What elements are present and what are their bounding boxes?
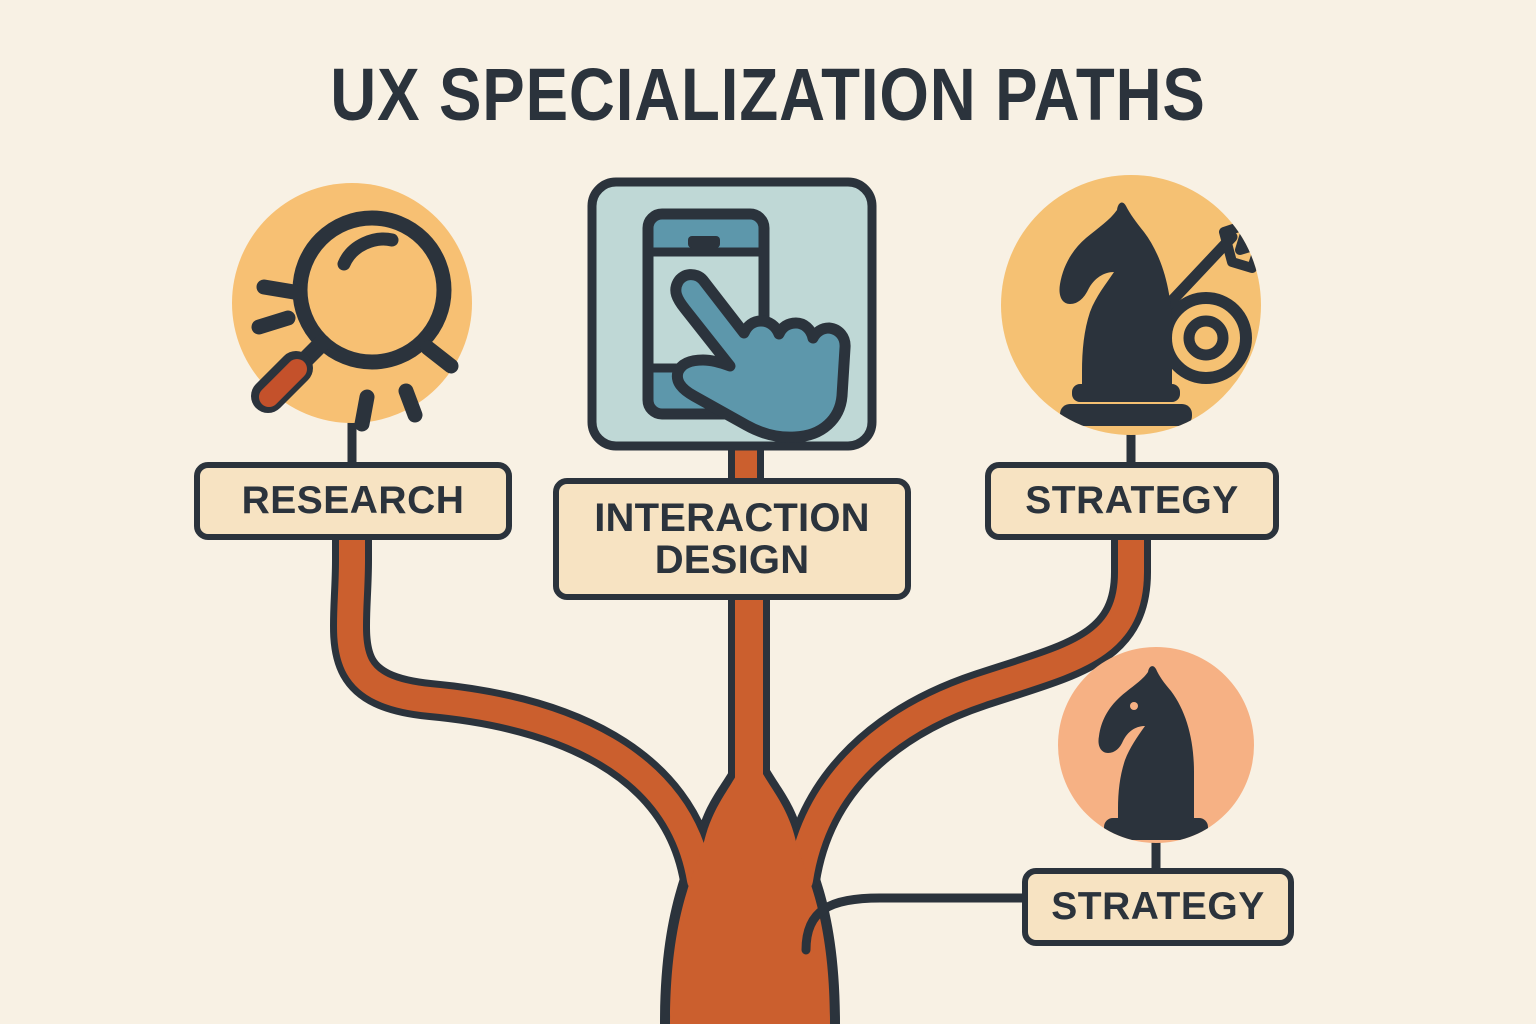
magnifier-handle: [251, 351, 313, 413]
arrow-shaft: [1162, 231, 1238, 311]
touch-phone-icon: [642, 208, 851, 443]
arrow-fletching: [1219, 219, 1261, 273]
knight-base-2: [1104, 818, 1208, 840]
knight-eye: [1130, 702, 1138, 710]
trunk-flare-fill: [670, 828, 830, 1024]
knight-head: [1059, 202, 1172, 388]
knight-head-2: [1098, 666, 1194, 820]
phone-speaker: [688, 236, 720, 248]
node-research-icon-group[interactable]: [232, 183, 472, 432]
knight-collar: [1072, 384, 1180, 402]
node-label-strategy-bottom-text: STRATEGY: [1051, 884, 1265, 928]
node-label-interaction-design[interactable]: INTERACTION DESIGN: [553, 478, 911, 600]
node-strategy-top-icon-group[interactable]: [1001, 175, 1261, 435]
node-label-interaction-design-text: INTERACTION DESIGN: [594, 497, 870, 581]
node-strategy-bottom-icon-group[interactable]: [1058, 647, 1254, 843]
node-label-strategy-bottom[interactable]: STRATEGY: [1022, 868, 1294, 946]
connector-strategy-bottom: [801, 893, 1031, 955]
chess-knight-icon: [1098, 666, 1208, 840]
knight-base: [1060, 404, 1192, 426]
label-line-2: DESIGN: [654, 538, 810, 582]
node-label-strategy-top-text: STRATEGY: [1025, 478, 1239, 522]
branch-left-fill: [336, 487, 713, 893]
node-label-strategy-top[interactable]: STRATEGY: [985, 462, 1279, 540]
pointing-hand: [670, 269, 851, 443]
node-label-research-text: RESEARCH: [241, 478, 465, 522]
phone-outline: [642, 208, 770, 420]
target-inner-ring: [1183, 315, 1229, 361]
node-label-research[interactable]: RESEARCH: [194, 462, 512, 540]
branch-right-fill: [787, 519, 1144, 893]
page-title: UX SPECIALIZATION PATHS: [330, 53, 1206, 136]
node-interaction-icon-group[interactable]: [587, 177, 877, 451]
label-line-1: INTERACTION: [594, 496, 870, 540]
